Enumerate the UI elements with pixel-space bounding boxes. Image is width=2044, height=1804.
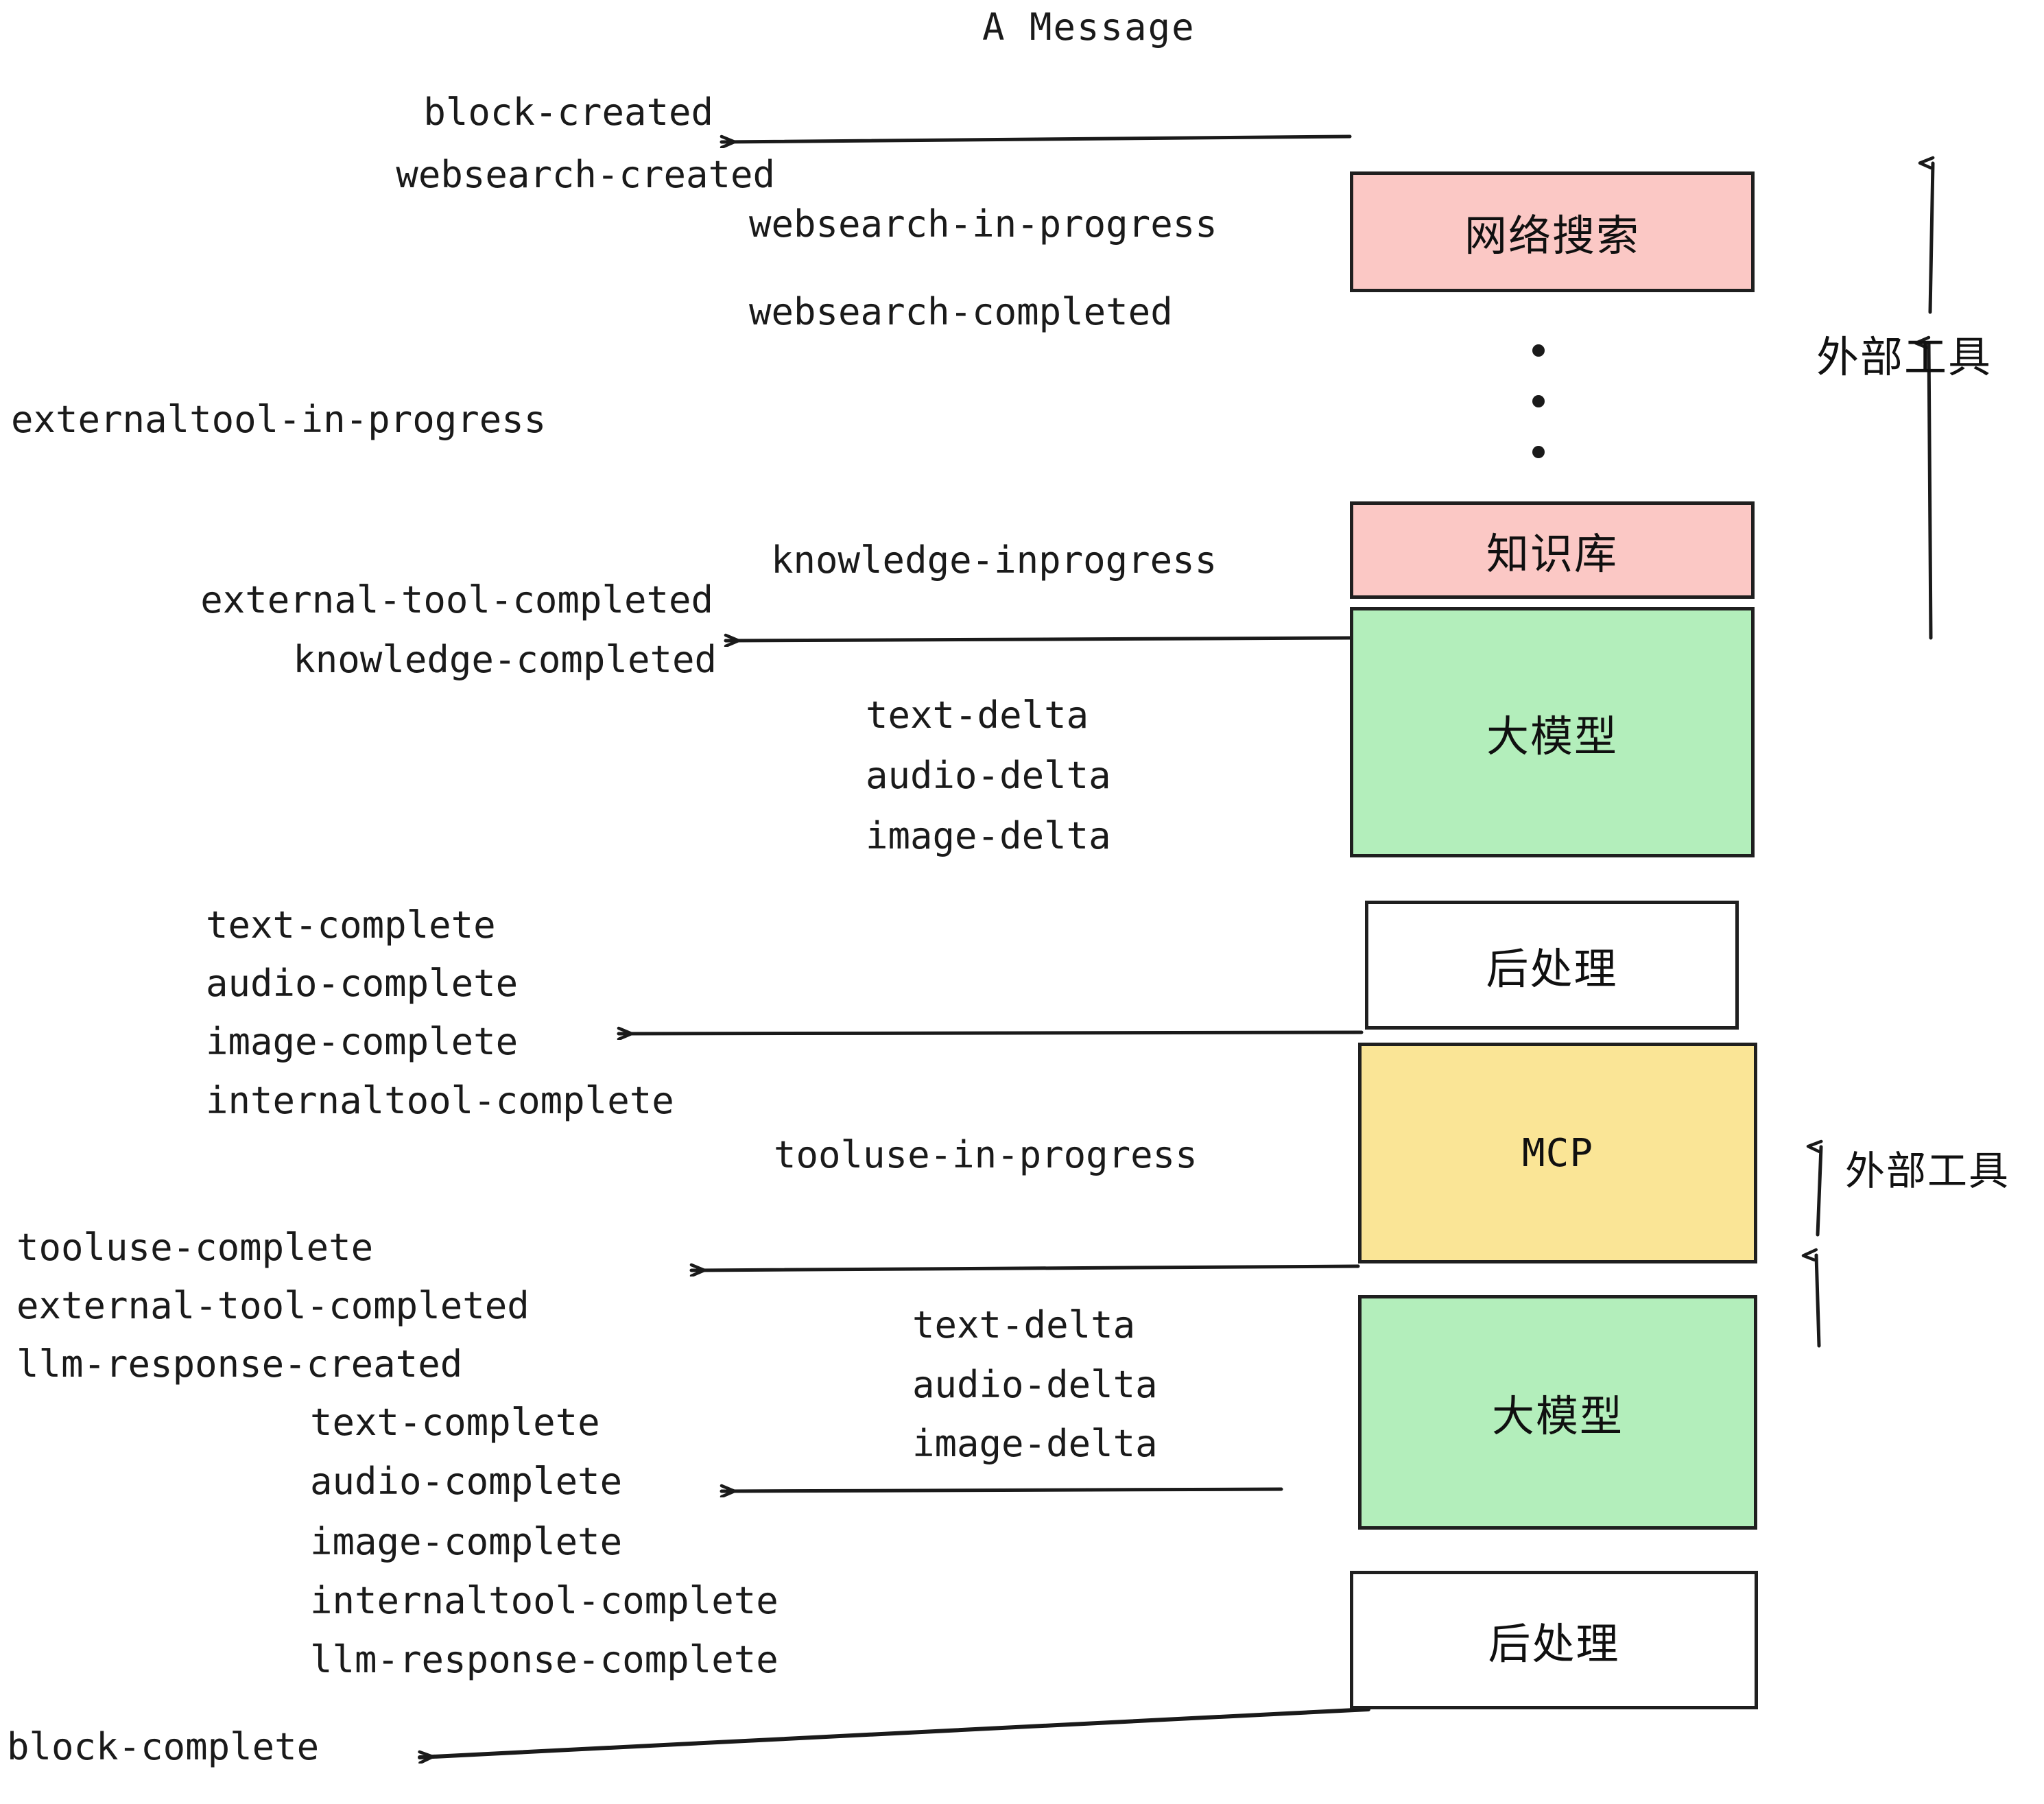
- event-audio-delta-2: audio-delta: [912, 1363, 1158, 1406]
- node-knowledge-base[interactable]: 知识库: [1350, 501, 1755, 599]
- event-internaltool-complete-1: internaltool-complete: [206, 1079, 674, 1122]
- arrow-llm2-to-audio-complete: [720, 1489, 1283, 1491]
- node-knowledge-base-label: 知识库: [1486, 529, 1618, 579]
- vertical-ellipsis-icon: [1531, 344, 1546, 458]
- event-text-complete-1: text-complete: [206, 903, 496, 947]
- event-text-delta-2: text-delta: [912, 1303, 1136, 1346]
- event-tooluse-in-progress: tooluse-in-progress: [774, 1133, 1198, 1176]
- event-image-delta-2: image-delta: [912, 1422, 1158, 1465]
- event-websearch-completed: websearch-completed: [749, 290, 1173, 333]
- arrow-postprocess2-to-block-complete: [418, 1707, 1370, 1757]
- node-postprocess-1-label: 后处理: [1486, 944, 1618, 994]
- external-tool-bracket-top: [1929, 163, 1935, 640]
- event-llm-response-complete: llm-response-complete: [310, 1638, 779, 1681]
- node-llm-1[interactable]: 大模型: [1350, 607, 1755, 857]
- event-external-tool-completed-1: external-tool-completed: [200, 578, 713, 621]
- event-websearch-in-progress: websearch-in-progress: [749, 202, 1217, 246]
- node-llm-2-label: 大模型: [1491, 1391, 1624, 1441]
- arrow-mcp-to-tooluse-complete: [689, 1266, 1360, 1270]
- external-tool-label-bottom: 外部工具: [1845, 1148, 2010, 1194]
- arrow-websearch-to-created: [720, 134, 1352, 142]
- node-postprocess-1[interactable]: 后处理: [1365, 901, 1739, 1030]
- event-knowledge-completed: knowledge-completed: [293, 638, 717, 681]
- arrow-knowledge-to-completed: [724, 638, 1352, 641]
- event-image-complete-2: image-complete: [310, 1520, 623, 1563]
- event-audio-complete-1: audio-complete: [206, 962, 519, 1005]
- event-text-complete-2: text-complete: [310, 1401, 600, 1444]
- node-postprocess-2-label: 后处理: [1488, 1619, 1620, 1669]
- node-mcp-label: MCP: [1521, 1130, 1594, 1176]
- node-websearch[interactable]: 网络搜索: [1350, 171, 1755, 292]
- event-internaltool-complete-2: internaltool-complete: [310, 1579, 779, 1622]
- arrow-postprocess1-to-image-complete: [617, 1032, 1364, 1034]
- event-audio-complete-2: audio-complete: [310, 1460, 623, 1503]
- event-tooluse-complete: tooluse-complete: [16, 1226, 374, 1269]
- node-llm-1-label: 大模型: [1486, 711, 1618, 761]
- node-postprocess-2[interactable]: 后处理: [1350, 1571, 1758, 1709]
- event-websearch-created: websearch-created: [396, 153, 775, 196]
- event-audio-delta-1: audio-delta: [866, 754, 1111, 797]
- node-websearch-label: 网络搜索: [1464, 211, 1640, 261]
- event-llm-response-created: llm-response-created: [16, 1342, 463, 1386]
- event-knowledge-inprogress: knowledge-inprogress: [771, 538, 1217, 582]
- external-tool-bracket-bottom: [1816, 1147, 1821, 1348]
- event-image-delta-1: image-delta: [866, 814, 1111, 857]
- event-block-complete: block-complete: [7, 1725, 320, 1768]
- external-tool-label-top: 外部工具: [1816, 332, 1993, 382]
- event-external-tool-completed-2: external-tool-completed: [16, 1284, 530, 1327]
- event-text-delta-1: text-delta: [866, 693, 1089, 737]
- node-mcp[interactable]: MCP: [1358, 1043, 1757, 1263]
- event-image-complete-1: image-complete: [206, 1020, 519, 1063]
- page-title: A Message: [982, 5, 1196, 49]
- node-llm-2[interactable]: 大模型: [1358, 1295, 1757, 1530]
- event-block-created: block-created: [423, 91, 713, 134]
- event-externaltool-in-progress: externaltool-in-progress: [11, 398, 547, 441]
